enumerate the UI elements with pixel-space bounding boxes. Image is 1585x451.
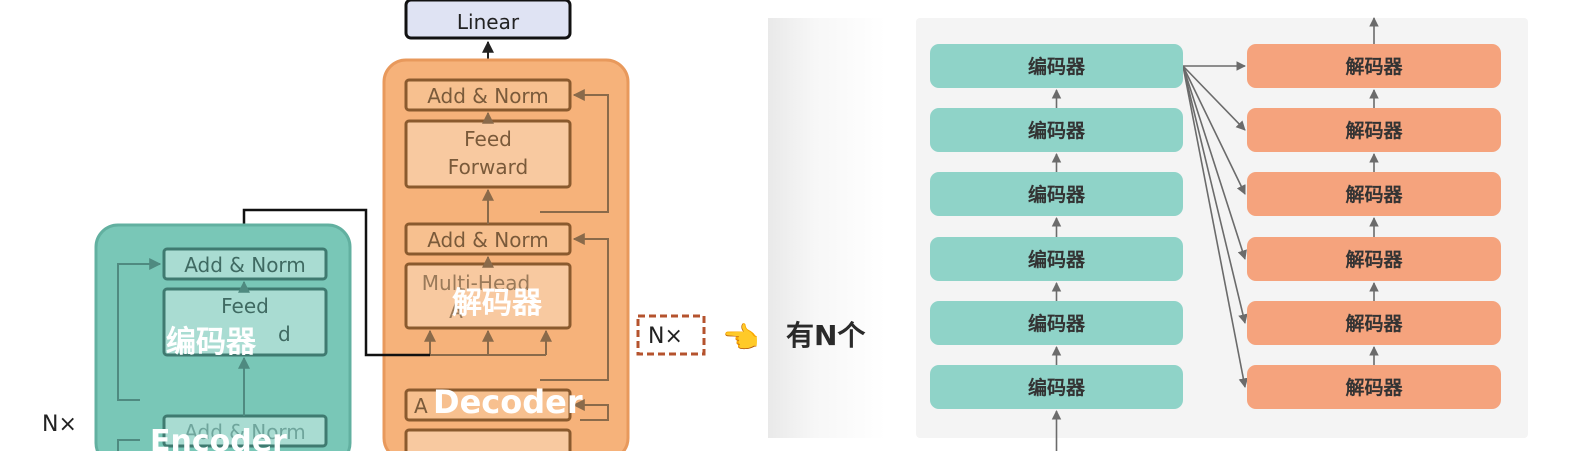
encoder-stack-label: 编码器 (1028, 119, 1086, 142)
encoder-overlay-cn: 编码器 (166, 325, 257, 360)
encoder-stack-box: 编码器 (930, 44, 1183, 88)
decoder-stack-label: 解码器 (1345, 183, 1403, 206)
encoder-stack-label: 编码器 (1028, 248, 1086, 271)
linear-box (404, 0, 572, 40)
encoder-stack-label: 编码器 (1028, 55, 1086, 78)
encoder-decoder-fanout-arrow (1182, 65, 1248, 324)
decoder-stack-box: 解码器 (1247, 108, 1501, 152)
decoder-stack-box-rect (1247, 108, 1501, 152)
decoder-stack-box: 解码器 (1247, 44, 1501, 88)
decoder-stack-box-rect (1247, 237, 1501, 281)
encoder-stack-box-rect (930, 108, 1183, 152)
decoder-bottom-sublayer (404, 428, 572, 451)
decoder-feed-forward-line2: Forward (448, 155, 528, 179)
decoder-add-norm-top-label: Add & Norm (427, 84, 549, 108)
decoder-arrows (424, 89, 609, 421)
decoder-add-norm-bottom-label: A (414, 394, 428, 418)
decoder-stack-box: 解码器 (1247, 365, 1501, 409)
decoder-add-norm-top (404, 78, 572, 112)
decoder-stack-box-rect (1247, 301, 1501, 345)
decoder-stack-box: 解码器 (1247, 237, 1501, 281)
decoder-stack-box-rect (1247, 172, 1501, 216)
encoder-stack-box: 编码器 (930, 108, 1183, 152)
encoder-feed-forward-line2: d (278, 322, 291, 346)
encoder-feed-forward-line1: Feed (221, 294, 269, 318)
encoder-arrows (117, 258, 250, 451)
encoder-stack-box: 编码器 (930, 172, 1183, 216)
encoder-stack-box-rect (930, 237, 1183, 281)
decoder-overlay-cn: 解码器 (452, 286, 543, 321)
pointer-text-foreground: 有N个 (786, 319, 866, 352)
decoder-stack-label: 解码器 (1345, 376, 1403, 399)
decoder-feed-forward-line1: Feed (464, 127, 512, 151)
decoder-stack-box: 解码器 (1247, 172, 1501, 216)
encoder-stack-box-rect (930, 301, 1183, 345)
encoder-stack-box: 编码器 (930, 237, 1183, 281)
encoder-stack-label: 编码器 (1028, 376, 1086, 399)
stack-arrows (1051, 17, 1379, 451)
decoder-add-norm-mid-label: Add & Norm (427, 228, 549, 252)
decoder-multi-head-line2: A (449, 299, 463, 323)
decoder-stack-label: 解码器 (1345, 248, 1403, 271)
encoder-decoder-fanout-arrow (1182, 65, 1246, 131)
encoder-stack-box-rect (930, 172, 1183, 216)
linear-label: Linear (457, 10, 520, 34)
encoder-add-norm-top (162, 247, 328, 281)
encoder-nx-label: N× (42, 412, 77, 437)
pointing-hand-icon: 👈 (722, 321, 759, 356)
decoder-add-norm-bottom (404, 388, 572, 422)
decoder-multi-head-line1: Multi-Head (422, 271, 530, 295)
encoder-stack-label: 编码器 (1028, 183, 1086, 206)
encoder-overlay-en: Encoder (150, 424, 287, 451)
encoder-stack-box: 编码器 (930, 301, 1183, 345)
encoder-decoder-fanout-arrow (1182, 65, 1247, 260)
encoder-add-norm-bottom-label: Add & Norm (184, 420, 306, 444)
encoder-add-norm-top-label: Add & Norm (184, 253, 306, 277)
decoder-nx-label: N× (648, 324, 683, 349)
decoder-stack-label: 解码器 (1345, 312, 1403, 335)
decoder-stack-label: 解码器 (1345, 119, 1403, 142)
encoder-decoder-fanout-arrow (1182, 65, 1249, 388)
transformer-architecture-diagram: Linear Add & Norm Feed Forward Add & Nor… (42, 0, 759, 451)
decoder-stack-label: 解码器 (1345, 55, 1403, 78)
panel-divider (768, 18, 886, 438)
encoder-stack-box: 编码器 (930, 365, 1183, 409)
decoder-stack-box: 解码器 (1247, 301, 1501, 345)
decoder-stack-box-rect (1247, 365, 1501, 409)
decoder-overlay-en: Decoder (433, 383, 583, 421)
encoder-stack-box-rect (930, 44, 1183, 88)
encoder-stack-label: 编码器 (1028, 312, 1086, 335)
decoder-stack-box-rect (1247, 44, 1501, 88)
encoder-stack-box-rect (930, 365, 1183, 409)
encoder-decoder-fanout-arrow (1182, 65, 1246, 195)
decoder-nx-dashed-box (636, 314, 706, 356)
